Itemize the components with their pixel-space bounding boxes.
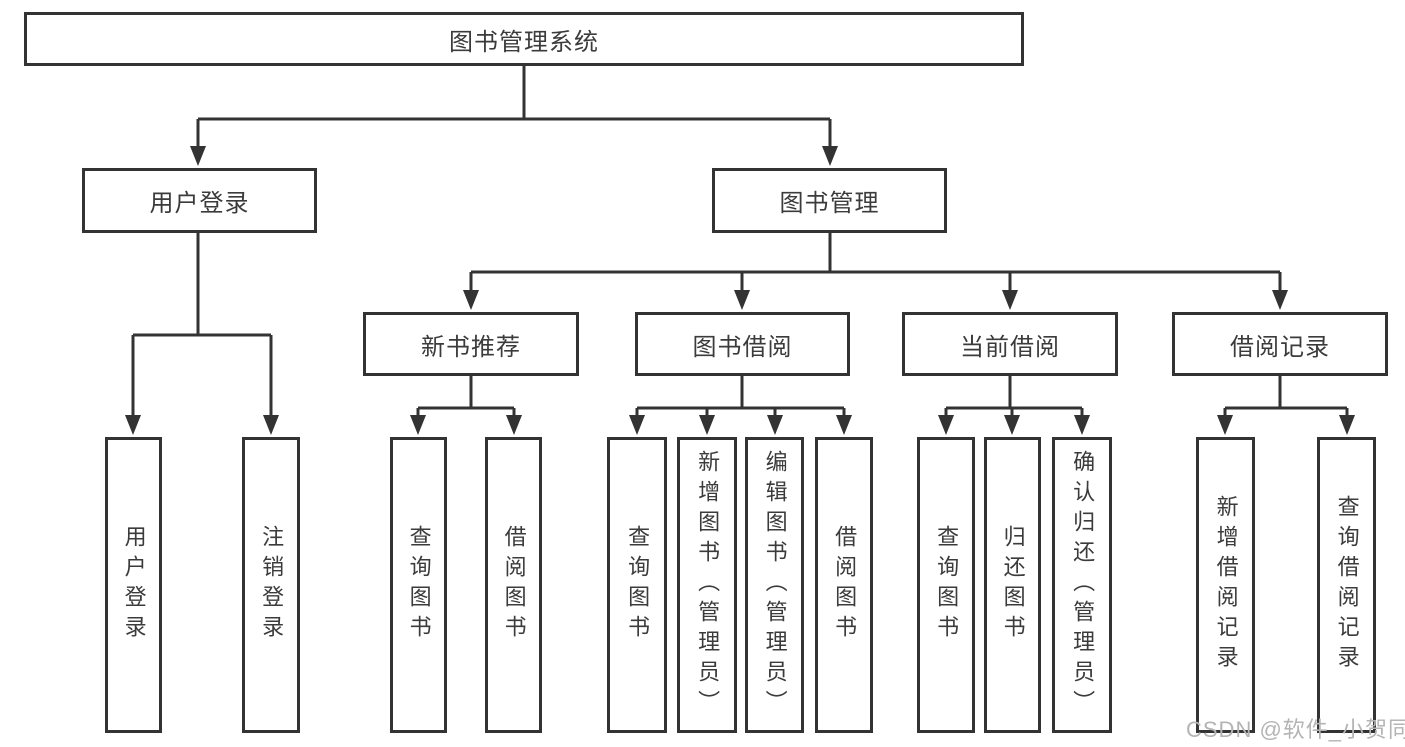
node-system-root: 图书管理系统 [24,12,1024,66]
leaf-query-book-current: 查询图书 [917,437,975,733]
node-label: 借阅图书 [501,525,527,645]
node-label: 图书管理 [779,190,880,217]
node-label: 编辑图书（管理员） [762,450,788,720]
node-label: 借阅图书 [832,525,858,645]
node-label: 当前借阅 [960,333,1060,361]
node-book-management: 图书管理 [712,168,947,233]
leaf-add-book-admin: 新增图书（管理员） [677,437,737,733]
node-label: 查询图书 [406,525,432,645]
leaf-return-book: 归还图书 [984,437,1041,733]
node-label: 确认归还（管理员） [1070,450,1096,720]
leaf-borrow-book: 借阅图书 [815,437,873,733]
leaf-confirm-return-admin: 确认归还（管理员） [1052,437,1112,733]
node-label: 借阅记录 [1230,333,1330,361]
leaf-query-borrow-record: 查询借阅记录 [1317,437,1376,733]
node-borrow-records: 借阅记录 [1172,312,1388,376]
node-book-borrow: 图书借阅 [635,312,850,376]
node-label: 新增图书（管理员） [695,450,721,720]
node-label: 查询借阅记录 [1334,495,1360,675]
leaf-query-book-recommend: 查询图书 [390,437,447,733]
node-label: 查询图书 [934,525,960,645]
leaf-borrow-book-recommend: 借阅图书 [485,437,542,733]
leaf-add-borrow-record: 新增借阅记录 [1196,437,1255,733]
node-user-login: 用户登录 [82,168,317,233]
node-new-book-recommend: 新书推荐 [363,312,579,376]
node-label: 用户登录 [121,525,147,645]
leaf-edit-book-admin: 编辑图书（管理员） [745,437,804,733]
leaf-user-login: 用户登录 [105,437,162,733]
node-label: 用户登录 [149,190,250,217]
node-label: 归还图书 [1000,525,1026,645]
node-label: 图书借阅 [692,333,793,361]
node-label: 注销登录 [259,525,285,645]
node-label: 图书管理系统 [449,28,599,56]
csdn-watermark: CSDN @软件_小贺同学 [1186,717,1405,742]
leaf-logout: 注销登录 [242,437,300,733]
node-label: 新书推荐 [421,333,521,361]
node-label: 查询图书 [625,525,651,645]
node-label: 新增借阅记录 [1213,495,1239,675]
leaf-query-book-borrow: 查询图书 [607,437,667,733]
node-current-borrow: 当前借阅 [902,312,1118,376]
